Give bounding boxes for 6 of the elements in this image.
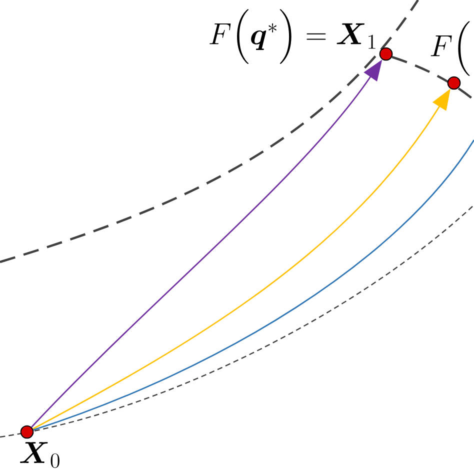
point-marker (447, 76, 461, 90)
point-marker (20, 425, 34, 439)
point-label: $\boldsymbol{X}_{0}$ (20, 442, 60, 468)
point-label: $F\Bigl(\boldsymbol{q}^{*}\Bigr)=\boldsymbol{X}_{1}$ (210, 9, 376, 64)
point-marker (379, 47, 393, 61)
point-label: $F\Bigl($ (430, 21, 470, 76)
